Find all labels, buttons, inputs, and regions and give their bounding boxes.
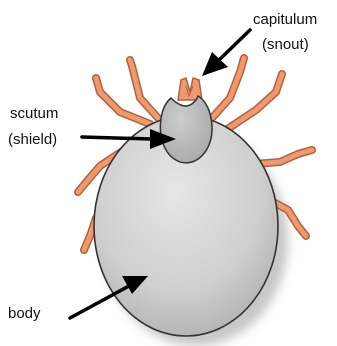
body-label: body — [8, 305, 41, 322]
scutum-shield — [160, 96, 212, 163]
scutum-label: scutum — [10, 105, 58, 122]
capitulum-note: (snout) — [262, 36, 309, 53]
capitulum-label: capitulum — [253, 11, 317, 28]
scutum-note: (shield) — [8, 131, 57, 148]
